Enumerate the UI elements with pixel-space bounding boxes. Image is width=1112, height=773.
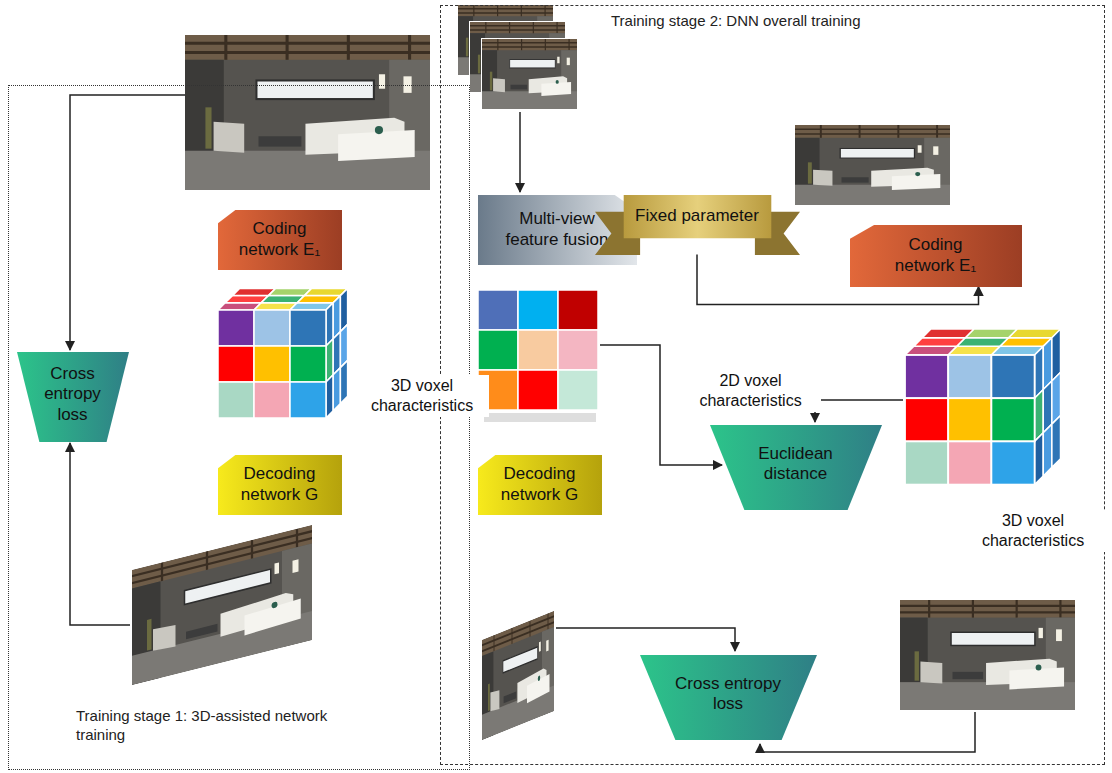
node-label: Coding network E₁ <box>880 235 992 276</box>
stage-title: Training stage 2: DNN overall training <box>611 12 871 31</box>
node-label: Decoding network G <box>230 464 330 505</box>
node-label: Euclidean distance <box>740 444 852 485</box>
voxel-label: 2D voxel characteristics <box>680 370 821 412</box>
node-label: Cross entropy loss <box>31 364 115 425</box>
loss-trapezoid: Cross entropy loss <box>17 352 129 442</box>
decoder-box: Decoding network G <box>218 455 342 515</box>
fixed-ribbon: Fixed parameter <box>595 195 800 255</box>
voxel-label: 3D voxel characteristics <box>355 375 489 417</box>
encoder-box: Coding network E₁ <box>850 225 1022 287</box>
stage-title: Training stage 1: 3D-assisted network tr… <box>76 707 356 745</box>
decoder-box: Decoding network G <box>478 455 602 515</box>
node-label: Cross entropy loss <box>670 674 787 715</box>
distance-trapezoid: Euclidean distance <box>710 425 882 510</box>
node-label: Decoding network G <box>490 464 590 505</box>
encoder-box: Coding network E₁ <box>218 210 342 270</box>
loss-trapezoid: Cross entropy loss <box>640 655 817 740</box>
voxel-label: 3D voxel characteristics <box>960 510 1106 552</box>
stage-region: Training stage 1: 3D-assisted network tr… <box>8 85 470 770</box>
node-label: Fixed parameter <box>635 206 759 226</box>
node-label: Coding network E₁ <box>230 219 330 260</box>
